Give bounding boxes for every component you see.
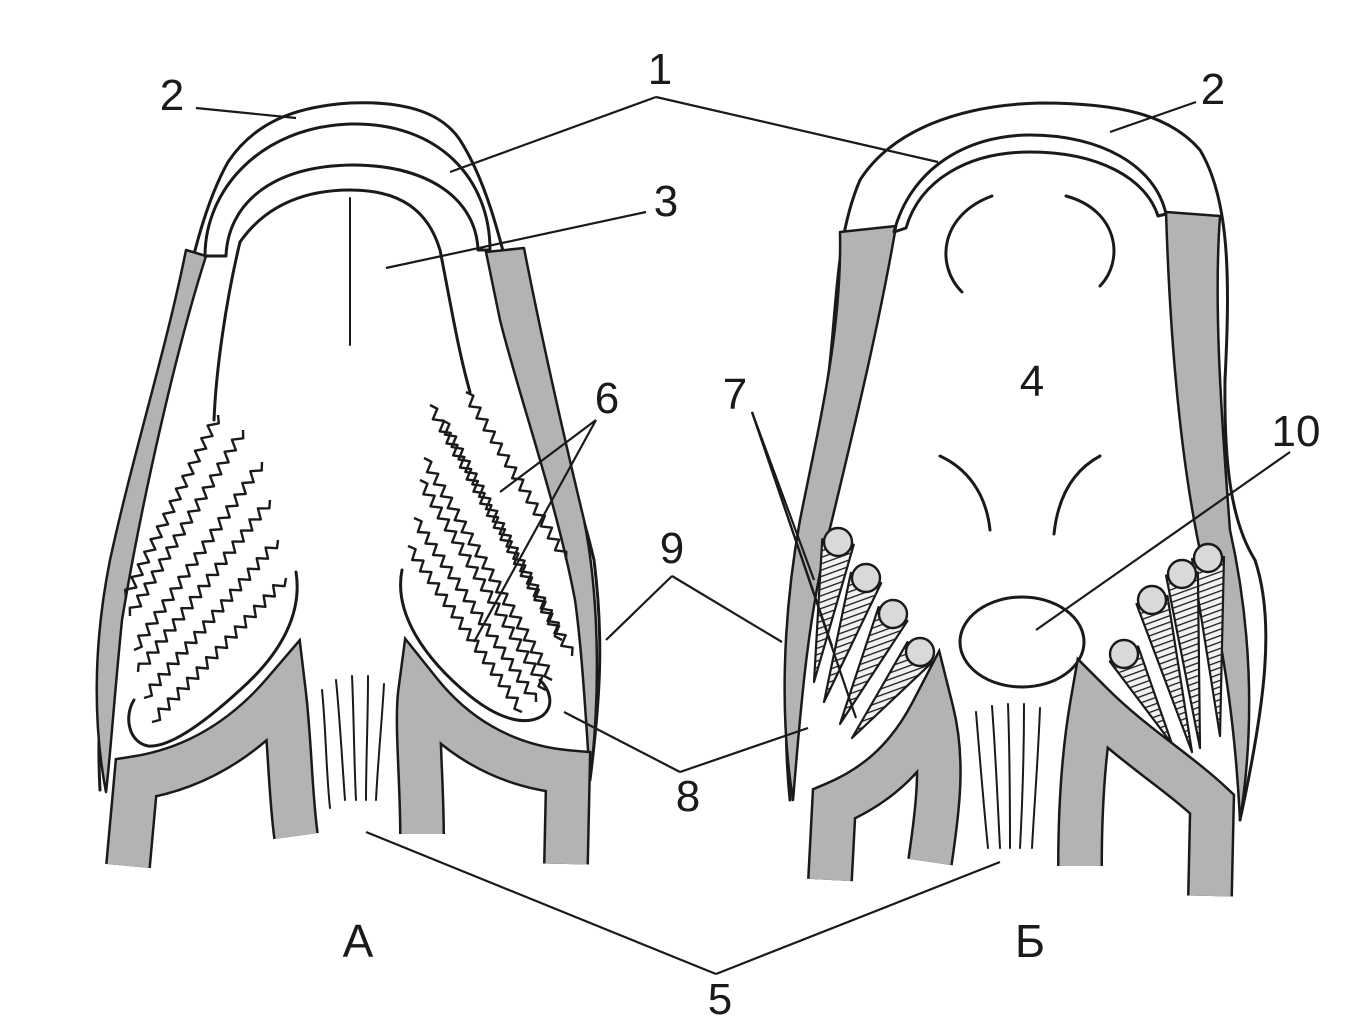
gill-raker-head	[904, 636, 936, 668]
label-6: 6	[595, 374, 619, 423]
gill-raker-head	[822, 526, 854, 558]
figure-b-upper-right-curve	[1064, 194, 1116, 288]
strand	[351, 675, 357, 801]
leader-5-b	[715, 860, 1001, 976]
figure-b-left-arch	[809, 654, 960, 882]
leader-lines	[195, 95, 1291, 976]
leader-6-a	[499, 419, 597, 493]
figure-a-cavity-left-edge	[212, 240, 242, 422]
strand	[375, 683, 385, 801]
label-4: 4	[1020, 357, 1044, 406]
leader-2-left	[195, 106, 297, 120]
gill-lamella	[143, 539, 280, 700]
figure-a-right-arch	[398, 641, 589, 865]
figure-b-lower-right-curve	[1052, 454, 1102, 536]
gill-lamella	[133, 461, 264, 652]
figure-b-lower-left-curve	[938, 454, 992, 532]
label-5: 5	[708, 975, 732, 1018]
label-3: 3	[654, 177, 678, 226]
gill-lamella	[441, 418, 574, 657]
gill-lamella	[151, 577, 288, 724]
strand	[991, 705, 1001, 849]
gill-lamella	[128, 429, 245, 617]
labels: 2 1 2 3 6 7 4 10 9 8 А Б 5	[160, 45, 1321, 1018]
gill-lamella	[407, 544, 523, 714]
strand	[365, 675, 369, 801]
leader-10	[1035, 451, 1291, 631]
gill-lamella	[413, 516, 538, 703]
figure-a-left-lobe	[127, 570, 299, 748]
strand	[335, 679, 346, 801]
leader-6-b	[473, 419, 597, 643]
gill-raker-head	[1166, 558, 1198, 590]
figure-a-center-strands	[321, 675, 385, 809]
leader-1-b	[655, 95, 939, 164]
figure-b-upper-left-curve	[944, 194, 994, 294]
label-1: 1	[648, 45, 672, 94]
label-2-left: 2	[160, 71, 184, 120]
figure-b-right-gray-band	[1164, 210, 1251, 822]
figure-a-gill-lamellae	[124, 390, 574, 724]
leader-9-a	[605, 575, 673, 641]
gill-lamella	[124, 414, 220, 599]
gill-raker-head	[877, 598, 909, 630]
strand	[975, 711, 989, 849]
leader-1-a	[449, 95, 657, 174]
strand	[1031, 707, 1041, 849]
figure-a-left-arch	[107, 643, 317, 868]
panel-label-a: А	[343, 915, 374, 967]
figure-a	[95, 101, 602, 869]
figure-b-oval-structure	[958, 595, 1086, 689]
figure-b-left-gray-band	[783, 224, 898, 802]
gill-raker-head	[1136, 584, 1168, 616]
label-7: 7	[723, 370, 747, 419]
figure-b	[783, 101, 1268, 897]
gill-lamella	[419, 478, 547, 692]
figure-a-right-lobe	[399, 568, 552, 723]
strand	[321, 689, 331, 809]
label-2-right: 2	[1201, 65, 1225, 114]
label-8: 8	[676, 772, 700, 821]
gill-lamella	[136, 499, 272, 673]
strand	[1007, 703, 1011, 849]
label-9: 9	[660, 524, 684, 573]
panel-label-b: Б	[1015, 915, 1045, 967]
figure-b-center-strands	[975, 703, 1041, 849]
leader-2-right	[1109, 100, 1197, 134]
gill-lamella	[465, 390, 568, 561]
figure-b-stippled-arc	[892, 133, 1168, 234]
figure-b-gill-rakers	[812, 526, 1226, 754]
figure-a-cavity-outline	[238, 188, 472, 394]
leader-8-b	[679, 726, 809, 774]
figure-a-right-gray-band	[484, 246, 599, 782]
figure-a-left-gray-band	[95, 248, 208, 794]
figure-b-right-arch	[1059, 661, 1233, 897]
gill-raker-head	[850, 562, 882, 594]
leader-3	[385, 210, 647, 270]
gill-raker-head	[1192, 542, 1224, 574]
figure-a-stippled-arc	[203, 122, 492, 258]
gill-raker-head	[1108, 638, 1140, 670]
leader-7-c	[750, 411, 858, 719]
label-10: 10	[1272, 407, 1321, 456]
strand	[1019, 703, 1025, 849]
leader-8-a	[563, 711, 681, 773]
gill-lamella	[423, 456, 553, 682]
leader-5-a	[365, 830, 717, 976]
leader-9-b	[671, 575, 783, 643]
